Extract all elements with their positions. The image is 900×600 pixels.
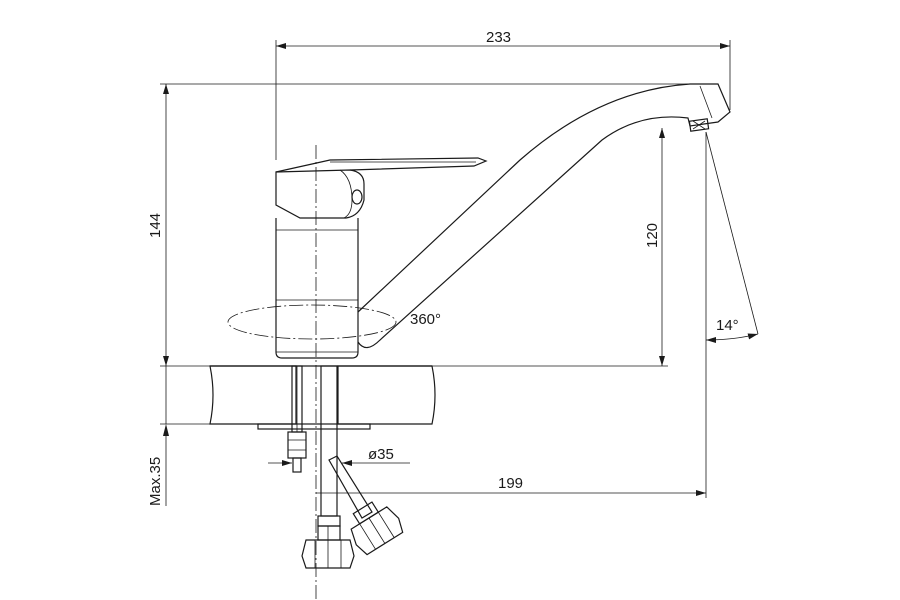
- dimension-spout-height: 120: [432, 128, 668, 367]
- supply-hose-angled: [328, 455, 373, 519]
- rotation-indicator: 360°: [227, 304, 441, 340]
- spout-reach-label: 199: [498, 475, 523, 492]
- countertop-right-block: [337, 365, 436, 425]
- spout-angle-label: 14°: [716, 317, 739, 334]
- spout: [357, 83, 731, 349]
- dimension-max-thickness: Max.35: [147, 366, 210, 506]
- rotation-ellipse: [227, 304, 397, 340]
- spout-height-label: 120: [644, 223, 661, 248]
- dimension-overall-height: 144: [147, 83, 718, 367]
- countertop-left-block: [209, 365, 297, 425]
- lever-cap: [275, 169, 365, 219]
- faucet-body: [275, 157, 488, 359]
- lever-screw: [351, 189, 363, 205]
- stud-nut: [287, 431, 307, 459]
- dimension-spout-reach: 199: [316, 475, 706, 496]
- aerator: [688, 118, 710, 132]
- body-cylinder: [275, 218, 359, 359]
- overall-width-label: 233: [486, 29, 511, 46]
- dimension-base-diameter: ø35: [268, 446, 410, 466]
- countertop-section: [209, 365, 436, 430]
- dimension-overall-width: 233: [275, 29, 731, 160]
- rotation-label: 360°: [410, 311, 441, 328]
- mounting-hardware: [287, 365, 404, 569]
- max-thickness-label: Max.35: [147, 457, 164, 506]
- supply-hose-straight: [320, 365, 338, 517]
- hose-fitting-straight: [301, 539, 355, 569]
- spout-outline: [357, 83, 731, 349]
- lever-handle: [275, 157, 488, 173]
- dimension-spout-angle: 14°: [705, 131, 759, 498]
- base-diameter-label: ø35: [368, 446, 394, 463]
- mounting-washer: [257, 423, 371, 430]
- hose-fitting-angled: [350, 506, 404, 556]
- overall-height-label: 144: [147, 213, 164, 238]
